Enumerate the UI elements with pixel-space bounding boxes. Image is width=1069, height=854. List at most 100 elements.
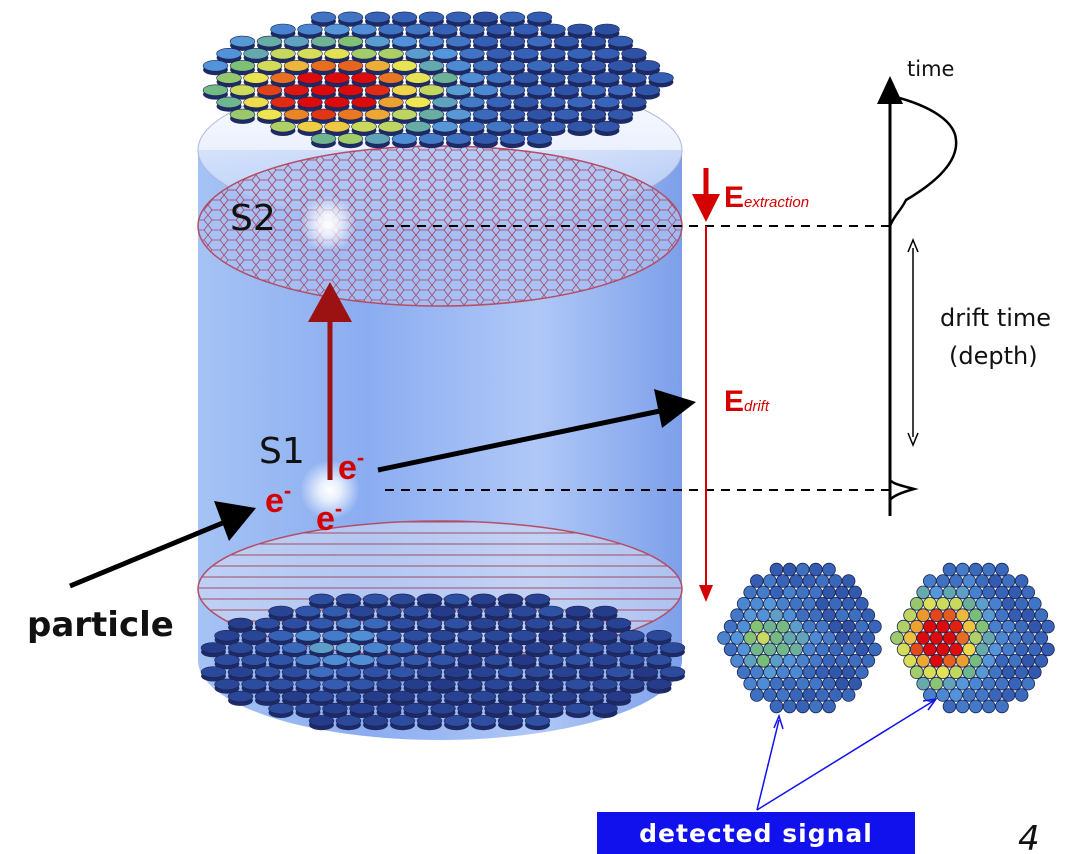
pmt: [416, 715, 443, 727]
pmt: [364, 108, 391, 121]
pmt: [632, 666, 659, 678]
pmt: [782, 608, 797, 622]
pmt: [551, 666, 578, 678]
pmt: [841, 642, 856, 657]
pmt: [310, 133, 337, 145]
pmt: [634, 84, 661, 96]
pmt: [861, 608, 876, 622]
time-label: time: [907, 57, 954, 81]
pmt: [418, 84, 445, 96]
pmt: [802, 642, 817, 657]
pmt: [254, 690, 281, 703]
pmt: [909, 619, 924, 634]
pmt: [1014, 688, 1029, 702]
pmt: [254, 666, 281, 678]
pmt: [256, 35, 283, 48]
pmt: [802, 596, 817, 611]
pmt: [942, 562, 957, 577]
pmt: [484, 702, 510, 715]
pmt: [975, 574, 990, 588]
pmt: [763, 619, 777, 634]
pmt: [418, 133, 445, 145]
pmt: [472, 133, 499, 145]
pmt: [443, 617, 470, 630]
pmt: [1028, 619, 1042, 634]
pmt: [295, 654, 321, 666]
pmt: [890, 631, 904, 645]
pmt: [776, 619, 790, 634]
pmt: [430, 678, 456, 690]
detected-signal-s1-pattern: [717, 562, 882, 714]
pmt: [988, 619, 1003, 634]
pmt: [362, 593, 389, 605]
pmt: [743, 585, 757, 600]
pmt: [955, 676, 970, 691]
pmt: [551, 690, 578, 703]
pmt: [457, 702, 483, 715]
pmt: [621, 96, 647, 109]
pmt: [769, 699, 784, 714]
pmt: [769, 676, 784, 691]
pmt: [968, 562, 983, 577]
drift-time-label: drift time: [940, 304, 1051, 332]
pmt: [497, 617, 524, 630]
pmt: [243, 47, 269, 60]
particle-track-arrow: [69, 501, 256, 589]
pmt: [828, 688, 843, 702]
pmt: [324, 47, 350, 60]
pmt: [497, 642, 524, 654]
electron-bottom: e-: [316, 496, 342, 538]
pmt: [769, 653, 784, 668]
pmt: [443, 593, 470, 605]
pmt: [459, 47, 485, 60]
pmt: [922, 642, 937, 657]
pmt: [848, 676, 862, 691]
pmt: [565, 678, 591, 690]
pmt: [1021, 585, 1035, 600]
pmt: [749, 642, 764, 657]
pmt: [229, 108, 256, 121]
pmt: [756, 631, 771, 645]
pmt: [922, 619, 937, 634]
pmt: [776, 688, 790, 702]
pmt: [802, 688, 817, 702]
electron-symbol: e: [265, 482, 284, 520]
pmt: [896, 642, 911, 657]
pmt: [848, 608, 862, 622]
pmt: [391, 11, 418, 23]
pmt: [822, 653, 836, 668]
pmt: [432, 96, 458, 109]
pmt: [229, 84, 256, 96]
pmt: [310, 84, 337, 96]
pmt: [903, 653, 917, 668]
pmt: [565, 629, 591, 642]
pmt: [808, 653, 823, 668]
drift-field-label: Edrift: [724, 385, 770, 418]
pmt: [484, 654, 510, 666]
pmt: [389, 690, 416, 703]
pmt: [981, 631, 996, 645]
pmt: [822, 608, 836, 622]
pmt: [283, 35, 310, 48]
pmt: [802, 619, 817, 634]
pmt: [929, 608, 944, 622]
pmt: [1034, 608, 1049, 622]
pmt: [227, 666, 254, 678]
pmt: [988, 665, 1003, 679]
pmt: [241, 629, 267, 642]
pmt: [815, 596, 830, 611]
pmt: [405, 47, 431, 60]
pmt: [854, 619, 869, 634]
pmt: [769, 585, 784, 600]
pmt: [283, 108, 310, 121]
pmt: [1028, 665, 1042, 679]
pmt: [1021, 676, 1035, 691]
pmt: [995, 585, 1009, 600]
pmt: [308, 690, 335, 703]
pmt: [335, 617, 362, 630]
pmt: [540, 23, 566, 36]
pmt: [896, 619, 911, 634]
pmt: [364, 60, 391, 72]
pmt: [592, 605, 618, 618]
pmt: [524, 690, 551, 703]
